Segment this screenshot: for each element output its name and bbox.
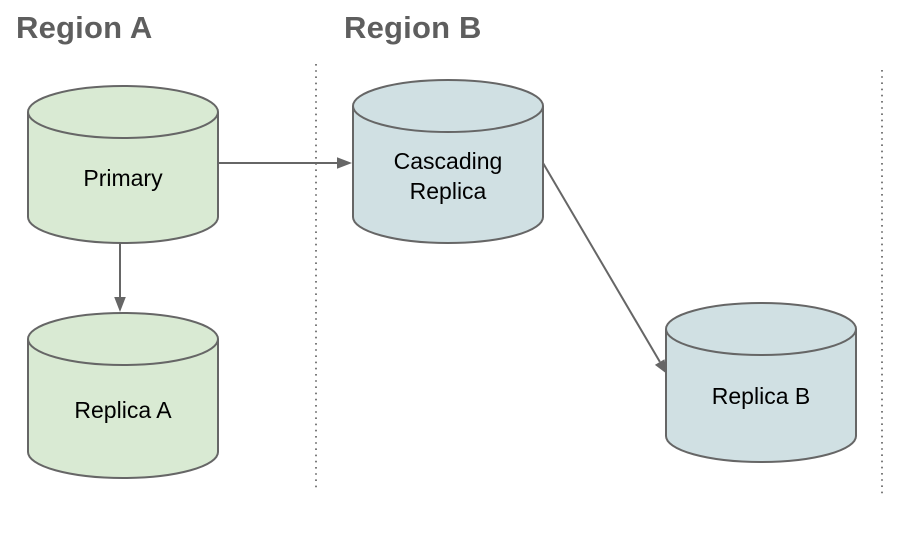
primary-cylinder-body (27, 112, 219, 244)
replica-b-cylinder-body (665, 329, 857, 463)
replica-b-node (665, 302, 857, 463)
arrowhead-icon (114, 297, 126, 312)
arrow-primary-to-cascading-replica (218, 157, 352, 169)
cascading-replica-label-line2: Replica (409, 178, 487, 204)
replica-b-label: Replica B (711, 383, 811, 409)
replica-a-cylinder-body (27, 339, 219, 479)
primary-label: Primary (83, 165, 163, 191)
arrow-cascading-replica-to-replica-b (542, 162, 667, 374)
primary-cylinder-top (27, 85, 219, 139)
region-b-title: Region B (344, 10, 482, 45)
arrow-shaft (542, 162, 661, 363)
cascading-replica-label-line1: Cascading (393, 148, 503, 174)
replica-a-cylinder-top (27, 312, 219, 366)
cascading-replica-cylinder-body (352, 106, 544, 244)
arrow-primary-to-replica-a (114, 243, 126, 312)
replica-a-node (27, 312, 219, 479)
arrowhead-icon (654, 359, 667, 374)
cascading-replica-node (352, 79, 544, 244)
cascading-replica-cylinder-top (352, 79, 544, 133)
region-a-title: Region A (16, 10, 153, 45)
replica-a-label: Replica A (74, 397, 172, 423)
cascading-replica-label: Cascading Replica (353, 146, 543, 206)
arrowhead-icon (337, 157, 352, 169)
primary-node (27, 85, 219, 244)
replica-b-cylinder-top (665, 302, 857, 356)
